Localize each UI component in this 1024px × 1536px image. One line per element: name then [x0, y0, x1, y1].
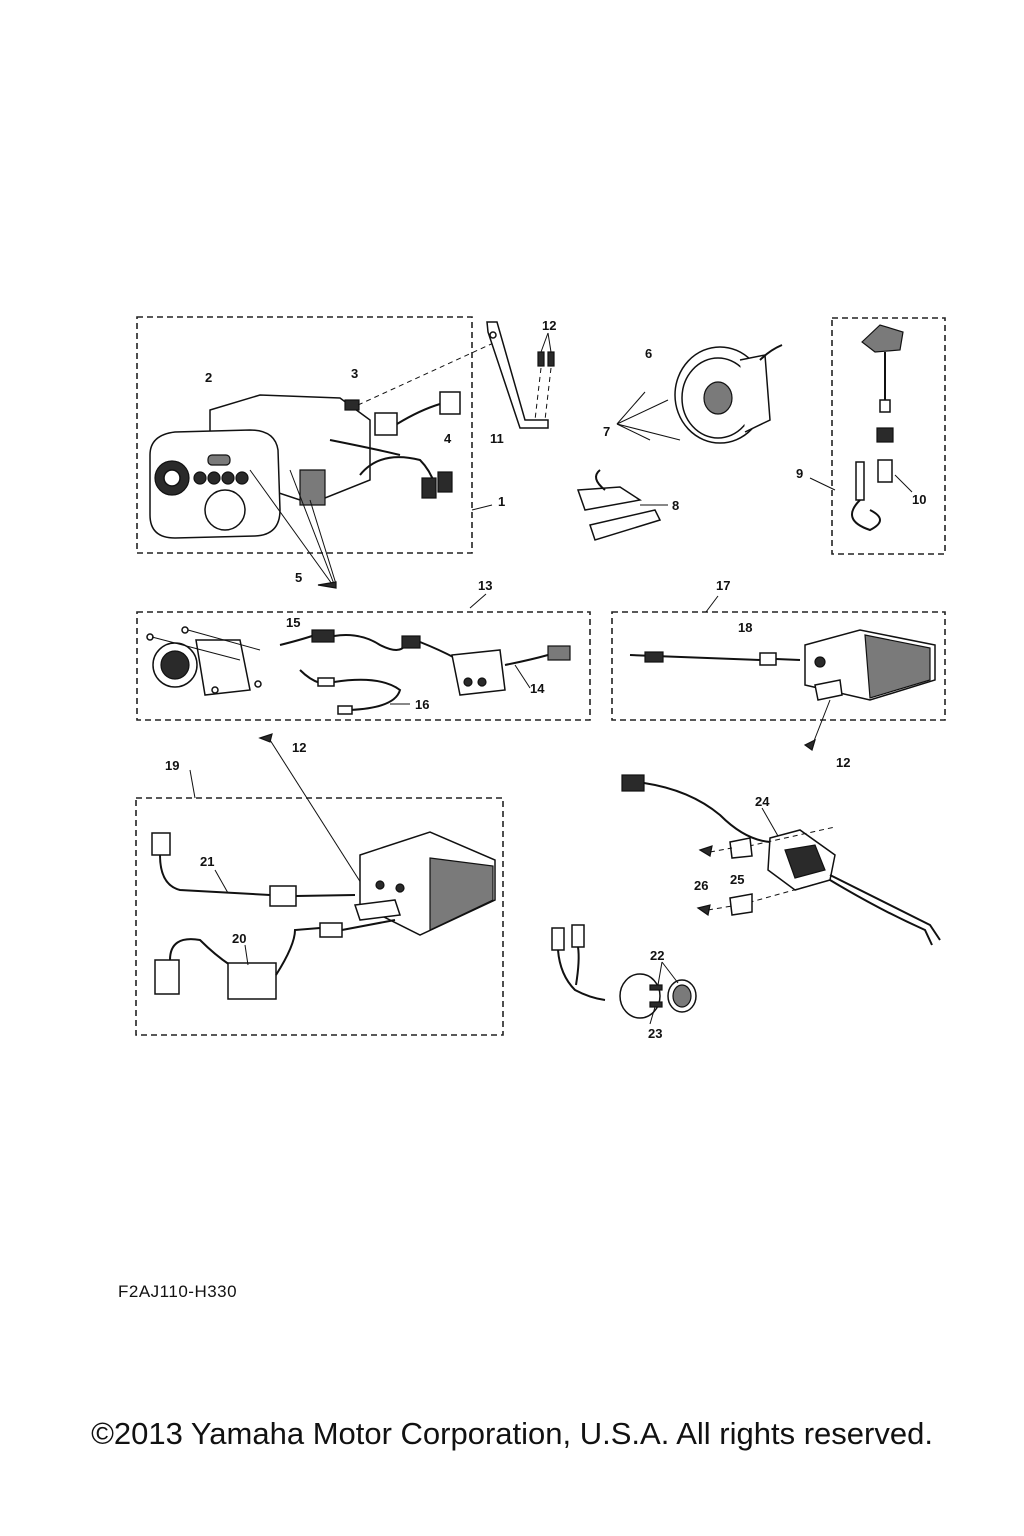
speaker-6	[674, 344, 783, 444]
callout-23: 23	[648, 1026, 662, 1041]
callout-21: 21	[200, 854, 214, 869]
screws-26	[696, 845, 733, 917]
callout-25: 25	[730, 872, 744, 887]
callout-1: 1	[498, 494, 505, 509]
antenna-9	[851, 324, 904, 532]
remote-control-13	[146, 626, 262, 696]
stereo-head-unit	[149, 394, 371, 539]
callout-17: 17	[716, 578, 730, 593]
callout-10: 10	[912, 492, 926, 507]
callout-7: 7	[603, 424, 610, 439]
cable-15	[279, 629, 456, 659]
callout-14: 14	[530, 681, 545, 696]
callout-5: 5	[295, 570, 302, 585]
callout-26: 26	[694, 878, 708, 893]
amplifier-17	[629, 629, 936, 701]
callout-3: 3	[351, 366, 358, 381]
callout-12-middle: 12	[836, 755, 850, 770]
cable-16	[299, 669, 402, 715]
harness-20	[154, 919, 396, 1000]
screw-12-group-19	[258, 733, 376, 906]
callout-13: 13	[478, 578, 492, 593]
callout-22: 22	[650, 948, 664, 963]
callout-24: 24	[755, 794, 770, 809]
group-frame-9	[831, 317, 946, 555]
control-box-19	[353, 831, 496, 936]
callout-20: 20	[232, 931, 246, 946]
callout-6: 6	[645, 346, 652, 361]
callout-12-top: 12	[542, 318, 556, 333]
callout-2: 2	[205, 370, 212, 385]
cable-21	[151, 832, 356, 907]
screws-12-top	[534, 332, 555, 421]
group-frame-19	[135, 797, 504, 1036]
brackets-25	[729, 837, 753, 916]
gauge-22	[551, 924, 697, 1019]
wire-harness-4	[329, 391, 461, 499]
bracket-11	[486, 321, 549, 429]
callout-9: 9	[796, 466, 803, 481]
callout-19: 19	[165, 758, 179, 773]
callout-11: 11	[490, 431, 504, 446]
plug-3	[344, 339, 501, 411]
drawing-code: F2AJ110-H330	[118, 1282, 238, 1301]
callout-16: 16	[415, 697, 429, 712]
callout-18: 18	[738, 620, 752, 635]
callout-4: 4	[444, 431, 452, 446]
module-24	[621, 774, 941, 946]
callout-8: 8	[672, 498, 679, 513]
copyright-notice: ©2013 Yamaha Motor Corporation, U.S.A. A…	[91, 1416, 933, 1451]
callout-12-left: 12	[292, 740, 306, 755]
light-strip-8	[576, 469, 662, 541]
splitter-14	[451, 645, 571, 696]
group-frame-1	[136, 316, 473, 554]
callout-15: 15	[286, 615, 300, 630]
